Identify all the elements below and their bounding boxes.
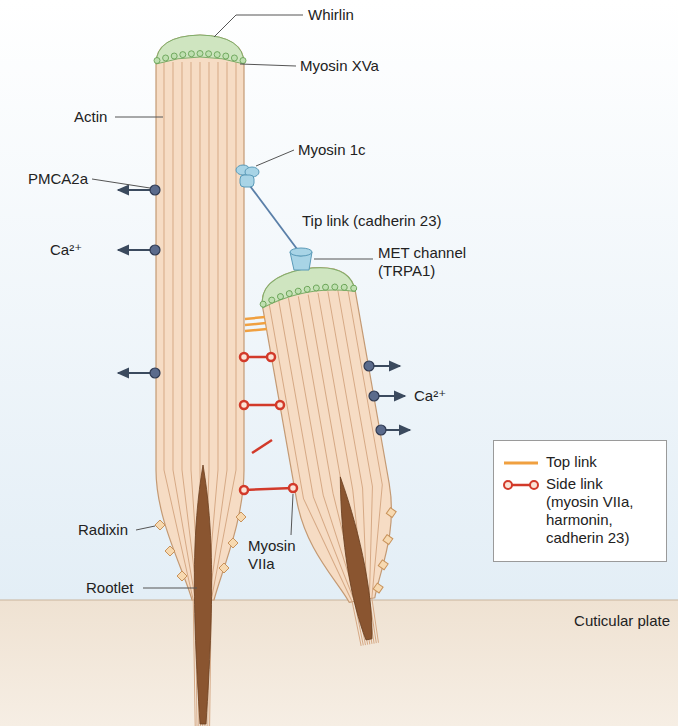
part-label: MET channel (TRPA1) [378, 244, 496, 280]
cuticular-plate-band [0, 600, 678, 726]
part-label: Whirlin [308, 6, 354, 24]
met-channel [290, 248, 312, 270]
tall-stereocilium [154, 35, 246, 726]
myosin-xva-dot [350, 285, 357, 292]
myosin-xva-dot [197, 51, 203, 57]
myosin-xva-dot [341, 284, 348, 291]
rootlet [194, 465, 211, 724]
part-label: Actin [74, 108, 107, 126]
short-stereocilium [255, 261, 418, 653]
cuticular-plate: Cuticular plate [0, 600, 678, 726]
myosin-1c [236, 165, 259, 187]
actin-filament [317, 288, 409, 643]
myosin-xva-dot [231, 55, 237, 61]
side-link-sample [502, 476, 540, 492]
legend-text: Top link [546, 453, 597, 471]
side-links [240, 353, 297, 494]
myosin-xva-dot [206, 51, 212, 57]
rootlet [332, 475, 378, 641]
radixin-diamonds [155, 512, 246, 581]
myosin-xva-dot [286, 290, 293, 297]
top-links [245, 317, 267, 331]
region-label: Cuticular plate [574, 612, 670, 630]
actin-filament [313, 291, 390, 643]
legend-text: Side link (myosin VIIa, harmonin, cadher… [546, 475, 658, 547]
myosin-xva-dot [304, 286, 311, 293]
myosin-xva-dot [260, 301, 267, 308]
part-label: Myosin VIIa [248, 537, 310, 573]
myosin-xva-dot [331, 284, 338, 291]
myosin-xva-dot [154, 58, 160, 64]
myosin-xva-dot [223, 53, 229, 59]
myosin-xva-dot [214, 52, 220, 58]
plate-edge [0, 600, 678, 601]
actin-filaments [269, 288, 409, 651]
part-label: Radixin [78, 521, 128, 539]
myosin-xva-dot [268, 297, 275, 304]
radixin-diamonds [360, 507, 410, 594]
myosin-xva-dot [240, 58, 246, 64]
myosin-xva-dot [163, 55, 169, 61]
top-link-sample [502, 454, 540, 470]
actin-filament [173, 62, 197, 726]
ion-label: Ca²⁺ [414, 387, 446, 405]
part-label: Tip link (cadherin 23) [302, 212, 442, 230]
part-label: Rootlet [86, 579, 134, 597]
ion-label: Ca²⁺ [50, 241, 82, 259]
leader-lines [92, 15, 373, 588]
tip-link [250, 186, 300, 253]
legend-item: Top link [502, 453, 658, 471]
myosin-xva-dot [322, 284, 329, 291]
myosin-xva-dot [277, 293, 284, 300]
legend-box: Top linkSide link (myosin VIIa, harmonin… [493, 440, 667, 562]
actin-filament [269, 296, 361, 651]
part-label: Myosin 1c [298, 141, 366, 159]
myosin-xva-dot [171, 53, 177, 59]
part-label: PMCA2a [28, 170, 88, 188]
myosin-xva-dot [180, 52, 186, 58]
tip-density-cap [156, 35, 244, 64]
actin-filaments [164, 62, 236, 726]
part-label: Myosin XVa [300, 57, 379, 75]
actin-filament [210, 62, 236, 726]
myosin-xva-dot [188, 51, 194, 57]
legend-item: Side link (myosin VIIa, harmonin, cadher… [502, 475, 658, 547]
myosin-xva-dots [154, 51, 246, 64]
myosin-xva-dot [313, 284, 320, 291]
actin-filament [279, 296, 364, 650]
myosin-xva-dots [258, 278, 357, 308]
myosin-xva-dot [295, 288, 302, 295]
